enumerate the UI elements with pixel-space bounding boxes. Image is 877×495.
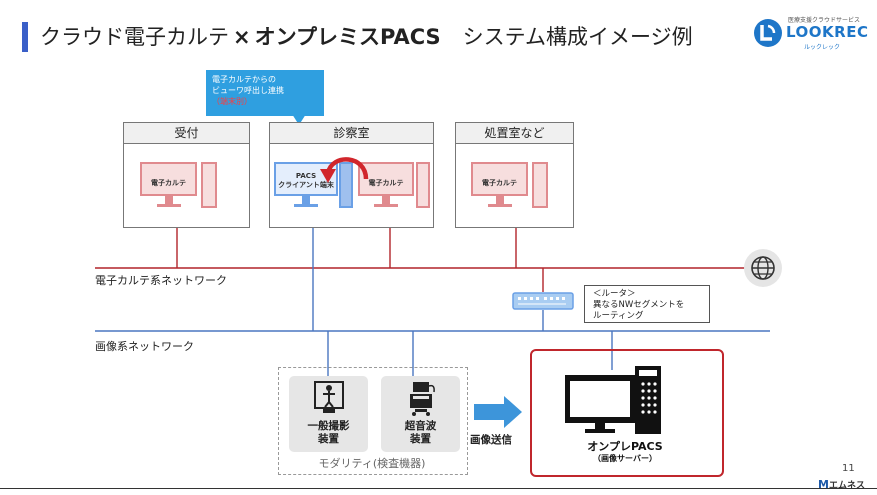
title-cross: × (233, 25, 251, 49)
pacs-client-label: PACS クライアント端末 (275, 172, 337, 190)
footer-logo: Mエムネス (818, 478, 865, 491)
exam-ehr-label: 電子カルテ (368, 179, 404, 187)
reception-ehr-terminal-icon (140, 162, 217, 208)
page-title: クラウド電子カルテ×オンプレミスPACS システム構成イメージ例 (40, 22, 693, 52)
exam-terminals-icon (274, 162, 430, 208)
page-number: 11 (842, 463, 855, 474)
us-label-line2: 装置 (410, 433, 431, 445)
pacs-server-icon (565, 366, 661, 434)
pacs-sublabel: （画像サーバー） (593, 454, 657, 463)
room-exam-title: 診察室 (270, 123, 433, 144)
pacs-client-label-line1: PACS (295, 172, 317, 180)
xray-label-line2: 装置 (318, 433, 339, 445)
lookrec-logo-icon (754, 19, 782, 47)
callout-line3: （端末別） (212, 97, 252, 106)
router-icon (512, 292, 574, 310)
room-treatment-title: 処置室など (456, 123, 573, 144)
lookrec-logo: 医療支援クラウドサービス LOOKREC ルックレック (752, 15, 872, 53)
xray-icon (314, 381, 344, 413)
globe-icon (744, 249, 782, 287)
logo-name: LOOKREC (786, 23, 869, 41)
callout-pointer (292, 114, 306, 125)
image-send-label: 画像送信 (470, 434, 512, 446)
xray-label-line1: 一般撮影 (307, 420, 350, 432)
pacs-label: オンプレPACS (587, 440, 663, 453)
reception-ehr-label: 電子カルテ (151, 179, 186, 187)
footer-logo-text: エムネス (828, 481, 865, 491)
room-exam: 診察室 PACS クライアント端末 電子カルテ (269, 122, 434, 228)
logo-kana: ルックレック (804, 44, 841, 51)
footer-divider (0, 488, 877, 489)
title-part3: システム構成イメージ例 (462, 25, 693, 49)
pacs-client-label-line2: クライアント端末 (278, 181, 334, 189)
logo-subtitle: 医療支援クラウドサービス (788, 17, 861, 24)
ultrasound-label: 超音波 装置 (381, 420, 460, 446)
title-accent-bar (22, 22, 28, 52)
title-part2: オンプレミスPACS (254, 25, 441, 49)
router-line1: ＜ルータ＞ (593, 289, 636, 299)
treatment-ehr-terminal-icon (471, 162, 548, 208)
room-reception-title: 受付 (124, 123, 249, 144)
onprem-pacs-box (530, 349, 724, 477)
us-label-line1: 超音波 (404, 420, 437, 432)
router-line2: 異なるNWセグメントを (593, 300, 685, 310)
callout-line1: 電子カルテからの (212, 75, 276, 84)
viewer-call-arrow-icon (320, 157, 369, 183)
room-reception: 受付 電子カルテ (123, 122, 250, 228)
router-description: ＜ルータ＞ 異なるNWセグメントを ルーティング (584, 285, 710, 323)
ultrasound-icon (410, 382, 435, 416)
callout-line2: ビューワ呼出し連携 (212, 86, 284, 95)
modality-caption: モダリティ(検査機器) (318, 457, 426, 470)
room-treatment: 処置室など 電子カルテ (455, 122, 574, 228)
title-part1: クラウド電子カルテ (40, 25, 229, 49)
image-send-arrow-icon (474, 396, 522, 428)
ehr-network-label: 電子カルテ系ネットワーク (95, 274, 227, 287)
image-network-label: 画像系ネットワーク (95, 340, 194, 353)
ultrasound-device-card: 超音波 装置 (381, 376, 460, 452)
xray-label: 一般撮影 装置 (289, 420, 368, 446)
treatment-ehr-label: 電子カルテ (482, 179, 517, 187)
modality-group (278, 367, 468, 475)
router-line3: ルーティング (593, 311, 644, 321)
viewer-link-callout: 電子カルテからの ビューワ呼出し連携 （端末別） (206, 70, 324, 116)
xray-device-card: 一般撮影 装置 (289, 376, 368, 452)
